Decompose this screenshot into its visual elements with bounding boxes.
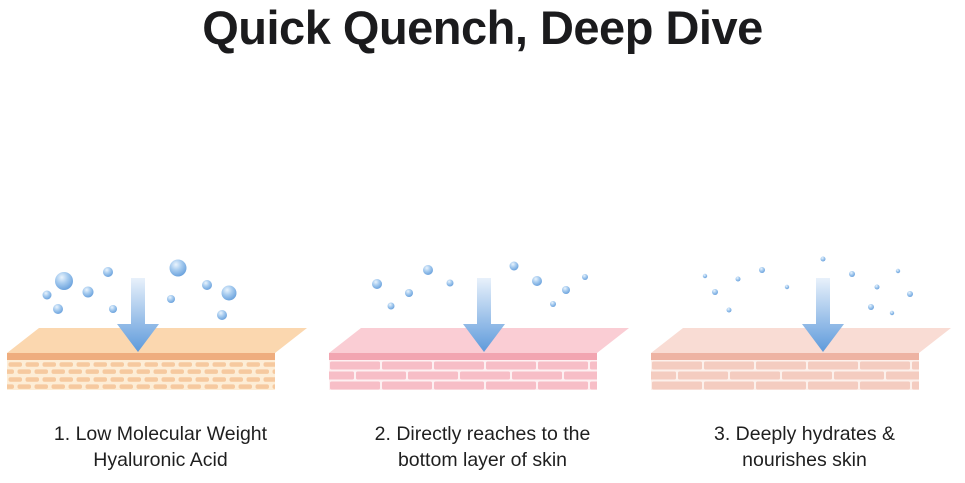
down-arrow-icon <box>462 278 505 352</box>
skin-layer-graphic <box>328 328 629 390</box>
step-panel-2: 2. Directly reaches to the bottom layer … <box>322 232 643 473</box>
step-panel-3: 3. Deeply hydrates & nourishes skin <box>644 232 965 473</box>
step-3-caption-line-1: 3. Deeply hydrates & <box>713 423 895 445</box>
down-arrow-icon <box>801 278 844 352</box>
page-title: Quick Quench, Deep Dive <box>202 1 763 54</box>
step-3-caption: 3. Deeply hydrates & nourishes skin <box>714 422 895 473</box>
step-3-caption-line-2: nourishes skin <box>742 448 867 471</box>
step-1-caption-line-1: 1. Low Molecular Weight <box>53 423 268 445</box>
step-3-illustration <box>650 256 951 390</box>
water-droplet-icon <box>702 256 913 316</box>
skin-layer-graphic <box>6 328 307 390</box>
steps-row: 1. Low Molecular Weight Hyaluronic Acid <box>0 232 965 473</box>
step-2-caption-line-2: bottom layer of skin <box>397 448 568 471</box>
skin-layer-graphic <box>650 328 951 390</box>
down-arrow-icon <box>116 278 159 352</box>
step-panel-1: 1. Low Molecular Weight Hyaluronic Acid <box>0 232 321 473</box>
water-droplet-icon <box>42 259 236 320</box>
step-1-caption: 1. Low Molecular Weight Hyaluronic Acid <box>54 422 267 473</box>
water-droplet-icon <box>371 261 588 310</box>
step-1-caption-line-2: Hyaluronic Acid <box>93 448 228 471</box>
step-2-caption-line-1: 2. Directly reaches to the <box>374 423 591 445</box>
step-2-caption: 2. Directly reaches to the bottom layer … <box>375 422 591 473</box>
step-2-illustration <box>328 261 629 390</box>
step-1-illustration <box>6 259 307 390</box>
